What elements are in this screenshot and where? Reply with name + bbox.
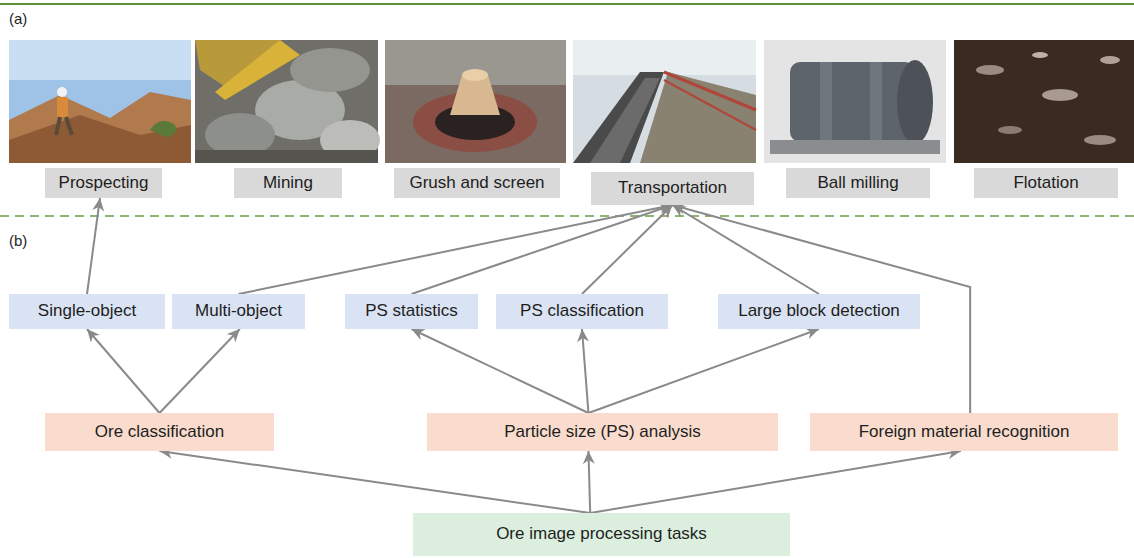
box-text: Ore image processing tasks [496, 525, 707, 544]
flotation-photo [954, 40, 1134, 163]
stage-label: Grush and screen [394, 168, 560, 198]
top-rule [0, 3, 1134, 5]
box-text: Transportation [618, 179, 727, 198]
box-text: Mining [263, 174, 313, 193]
flow-arrow [590, 451, 961, 513]
stage-label: Mining [234, 168, 342, 198]
ball-mill-photo [764, 40, 946, 163]
flow-arrow [160, 329, 240, 413]
root-box: Ore image processing tasks [413, 513, 790, 556]
subtask-box: Multi-object [172, 294, 305, 329]
panel-label: (a) [9, 10, 27, 27]
box-text: Grush and screen [409, 174, 544, 193]
stage-label: Prospecting [45, 168, 162, 198]
flow-arrow [673, 205, 971, 413]
subtask-box: PS statistics [345, 294, 478, 329]
box-text: Large block detection [738, 302, 900, 321]
flow-arrow [160, 451, 591, 513]
stage-label: Transportation [591, 172, 754, 205]
conveyor-photo [573, 40, 756, 163]
box-text: Multi-object [195, 302, 282, 321]
stage-label: Ball milling [786, 168, 930, 198]
subtask-box: Single-object [9, 294, 165, 329]
flow-arrow [588, 451, 590, 513]
flow-arrow [87, 198, 100, 294]
box-text: Ore classification [95, 423, 224, 442]
flow-arrow [412, 205, 673, 294]
stage-label: Flotation [974, 168, 1118, 198]
divider-line [0, 215, 1134, 217]
subtask-box: PS classification [496, 294, 668, 329]
prospecting-photo [9, 40, 191, 163]
box-text: Flotation [1013, 174, 1078, 193]
crusher-photo [385, 40, 566, 163]
box-text: Foreign material recognition [859, 423, 1070, 442]
task-box: Foreign material recognition [810, 413, 1118, 451]
box-text: PS classification [520, 302, 644, 321]
flow-arrow [588, 329, 819, 413]
flow-arrow [582, 329, 588, 413]
box-text: Ball milling [817, 174, 898, 193]
flow-arrow [87, 329, 160, 413]
box-text: PS statistics [365, 302, 458, 321]
task-box: Particle size (PS) analysis [427, 413, 778, 451]
flow-arrow [673, 205, 820, 294]
flow-arrow [412, 329, 589, 413]
box-text: Particle size (PS) analysis [504, 423, 701, 442]
box-text: Single-object [38, 302, 136, 321]
subtask-box: Large block detection [718, 294, 920, 329]
mining-photo [195, 40, 380, 163]
panel-label: (b) [9, 232, 27, 249]
flow-arrow [582, 205, 673, 294]
flow-arrow [239, 205, 673, 294]
box-text: Prospecting [59, 174, 149, 193]
task-box: Ore classification [45, 413, 274, 451]
